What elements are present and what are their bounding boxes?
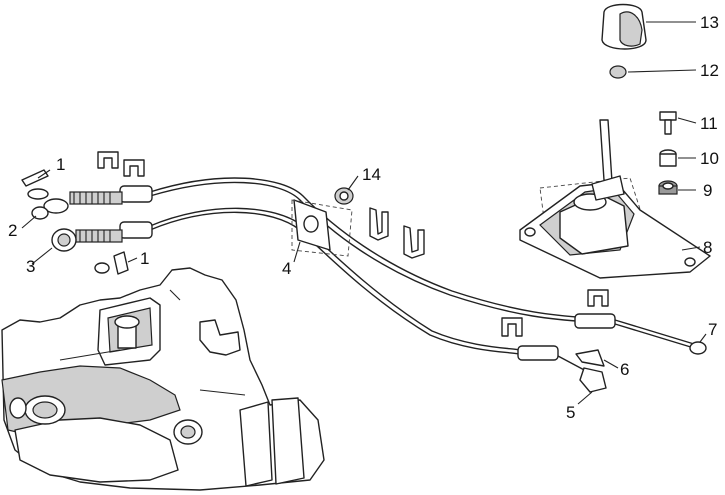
u-clips-middle <box>369 207 425 259</box>
retaining-clips <box>21 151 145 275</box>
callout-14: 14 <box>362 165 381 184</box>
bolt <box>659 111 677 135</box>
callout-7: 7 <box>708 320 717 339</box>
shifter-base <box>519 119 711 279</box>
leader-lines <box>21 21 707 405</box>
callout-2: 2 <box>8 221 17 240</box>
callout-13: 13 <box>700 13 719 32</box>
callout-5: 5 <box>566 403 575 422</box>
callout-9: 9 <box>703 181 712 200</box>
nut-14 <box>334 187 354 205</box>
callout-1-upper: 1 <box>56 155 65 174</box>
cable-end-lower <box>51 221 153 252</box>
bushing <box>659 149 677 167</box>
callout-labels: 1 1 2 3 4 5 6 7 8 9 10 11 12 13 14 <box>8 13 719 422</box>
callout-6: 6 <box>620 360 629 379</box>
callout-10: 10 <box>700 149 719 168</box>
callout-3: 3 <box>26 257 35 276</box>
retaining-ring <box>609 65 627 79</box>
u-clips-right <box>501 289 609 367</box>
cable-end-5 <box>517 345 607 393</box>
cable-end-upper <box>31 185 153 220</box>
transmission-housing <box>1 267 325 491</box>
grommet <box>658 180 678 195</box>
shift-cables <box>149 177 591 355</box>
gear-knob <box>601 3 647 50</box>
callout-4: 4 <box>282 259 291 278</box>
cable-bracket <box>291 199 353 257</box>
cable-end-7 <box>574 313 707 355</box>
callout-12: 12 <box>700 61 719 80</box>
callout-1-lower: 1 <box>140 249 149 268</box>
callout-8: 8 <box>703 238 712 257</box>
callout-11: 11 <box>700 114 718 133</box>
